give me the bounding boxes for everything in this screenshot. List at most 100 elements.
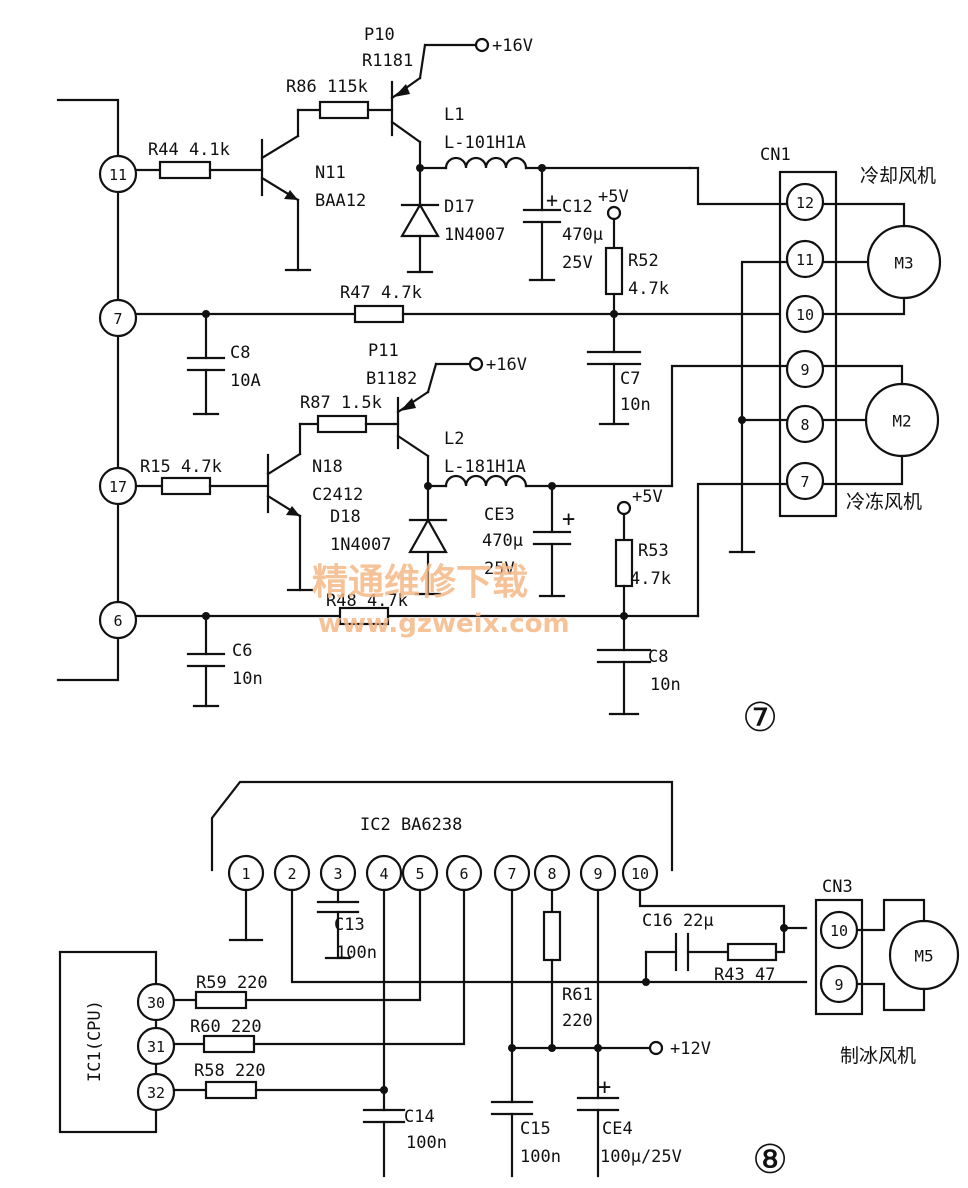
resistor-r15 (160, 476, 212, 496)
svg-text:17: 17 (109, 478, 127, 496)
cn3-ref: CN3 (822, 877, 853, 897)
resistor-r43 (726, 942, 778, 962)
ic1-pin-30: 30 (136, 982, 176, 1022)
c6-ref: C6 (232, 641, 252, 661)
d17-part: 1N4007 (444, 225, 505, 245)
n18-part: C2412 (312, 485, 363, 505)
r61-ref: R61 (562, 985, 593, 1005)
c12-value: 470μ (562, 225, 603, 245)
r47-label: R47 4.7k (340, 283, 422, 303)
cn1-pin-8: 8 (785, 404, 825, 444)
pin-17: 17 (98, 466, 138, 506)
n11-part: BAA12 (315, 191, 366, 211)
v12-label: +12V (670, 1039, 711, 1059)
ic2-pin-9: 9 (579, 854, 617, 892)
ic2-pin-5: 5 (401, 854, 439, 892)
ic1-label: IC1(CPU) (85, 1000, 105, 1082)
c8-value: 10A (230, 371, 261, 391)
svg-text:5: 5 (415, 865, 424, 883)
l1-part: L-101H1A (444, 133, 526, 153)
svg-text:2: 2 (287, 865, 296, 883)
c15-value: 100n (520, 1147, 561, 1167)
svg-text:6: 6 (113, 612, 122, 630)
r44-label: R44 4.1k (148, 140, 230, 160)
v5-top: +5V (598, 187, 629, 207)
ce3-plus: + (562, 507, 575, 532)
c13-ref: C13 (334, 915, 365, 935)
ic1-pin-32: 32 (136, 1072, 176, 1112)
freezing-fan-label: 冷冻风机 (846, 491, 922, 513)
cn1-pin-11: 11 (785, 239, 825, 279)
c14-value: 100n (406, 1133, 447, 1153)
c16-label: C16 22μ (642, 911, 714, 931)
motor-m2: M2 (864, 382, 940, 458)
ice-fan-label: 制冰风机 (840, 1045, 916, 1067)
cn1-pin-7: 7 (785, 461, 825, 501)
resistor-r87 (316, 414, 368, 434)
c6-value: 10n (232, 669, 263, 689)
svg-text:10: 10 (830, 922, 848, 940)
r87-label: R87 1.5k (300, 393, 382, 413)
c8b-value: 10n (650, 675, 681, 695)
resistor-r86 (318, 100, 370, 120)
ic2-pin-10: 10 (621, 854, 659, 892)
figure-number-7: ⑦ (742, 695, 778, 741)
n11-ref: N11 (315, 163, 346, 183)
d18-ref: D18 (330, 507, 361, 527)
ic2-pin-7: 7 (493, 854, 531, 892)
r15-label: R15 4.7k (140, 457, 222, 477)
cn1-pin-9: 9 (785, 349, 825, 389)
v16-mid: +16V (486, 355, 527, 375)
svg-text:11: 11 (796, 251, 814, 269)
svg-text:8: 8 (800, 416, 809, 434)
ic2-body (210, 780, 674, 872)
connector-cn1 (778, 170, 838, 518)
c8b-ref: C8 (648, 647, 668, 667)
svg-text:7: 7 (113, 310, 122, 328)
pin-11: 11 (98, 154, 138, 194)
motor-m3: M3 (866, 224, 942, 300)
v5-mid: +5V (632, 487, 663, 507)
svg-text:10: 10 (631, 865, 649, 883)
r53-ref: R53 (638, 541, 669, 561)
ic2-pin-6: 6 (445, 854, 483, 892)
svg-text:32: 32 (147, 1084, 165, 1102)
ce4-value: 100μ/25V (600, 1147, 682, 1167)
l2-part: L-181H1A (444, 457, 526, 477)
ce3-ref: CE3 (484, 505, 515, 525)
n18-ref: N18 (312, 457, 343, 477)
svg-text:3: 3 (333, 865, 342, 883)
c12-ref: C12 (562, 197, 593, 217)
c15-ref: C15 (520, 1119, 551, 1139)
svg-text:31: 31 (147, 1038, 165, 1056)
p10-part: R1181 (362, 51, 413, 71)
diode-d17 (400, 202, 440, 238)
cn3-pin-10: 10 (819, 910, 859, 950)
c8-ref: C8 (230, 343, 250, 363)
watermark: 精通维修下载 www.gzweix.com (312, 562, 570, 639)
c14-ref: C14 (404, 1107, 435, 1127)
resistor-r44 (158, 160, 212, 180)
svg-text:M2: M2 (892, 412, 911, 431)
resistor-r58 (204, 1080, 258, 1100)
svg-text:1: 1 (241, 865, 250, 883)
c12-plus: + (546, 188, 558, 212)
v16-top: +16V (492, 36, 533, 56)
ic2-pin-3: 3 (319, 854, 357, 892)
ce4-ref: CE4 (602, 1119, 633, 1139)
l1-ref: L1 (444, 105, 464, 125)
ic2-pins: 1 2 3 4 5 6 7 8 9 10 (227, 854, 659, 892)
d17-ref: D17 (444, 197, 475, 217)
resistor-r60 (202, 1034, 256, 1054)
r48-label: R48 4.7k (326, 591, 408, 611)
ic1-pin-31: 31 (136, 1026, 176, 1066)
cn1-pin-12: 12 (785, 182, 825, 222)
r59-label: R59 220 (196, 973, 268, 993)
d18-part: 1N4007 (330, 535, 391, 555)
c7-ref: C7 (620, 369, 640, 389)
svg-text:30: 30 (147, 994, 165, 1012)
r53-value: 4.7k (630, 569, 671, 589)
motor-m5: M5 (888, 919, 960, 991)
r86-label: R86 115k (286, 77, 368, 97)
diagram-7: 11 7 17 6 R44 4.1k N11 BAA12 R86 115k +1… (56, 25, 942, 741)
